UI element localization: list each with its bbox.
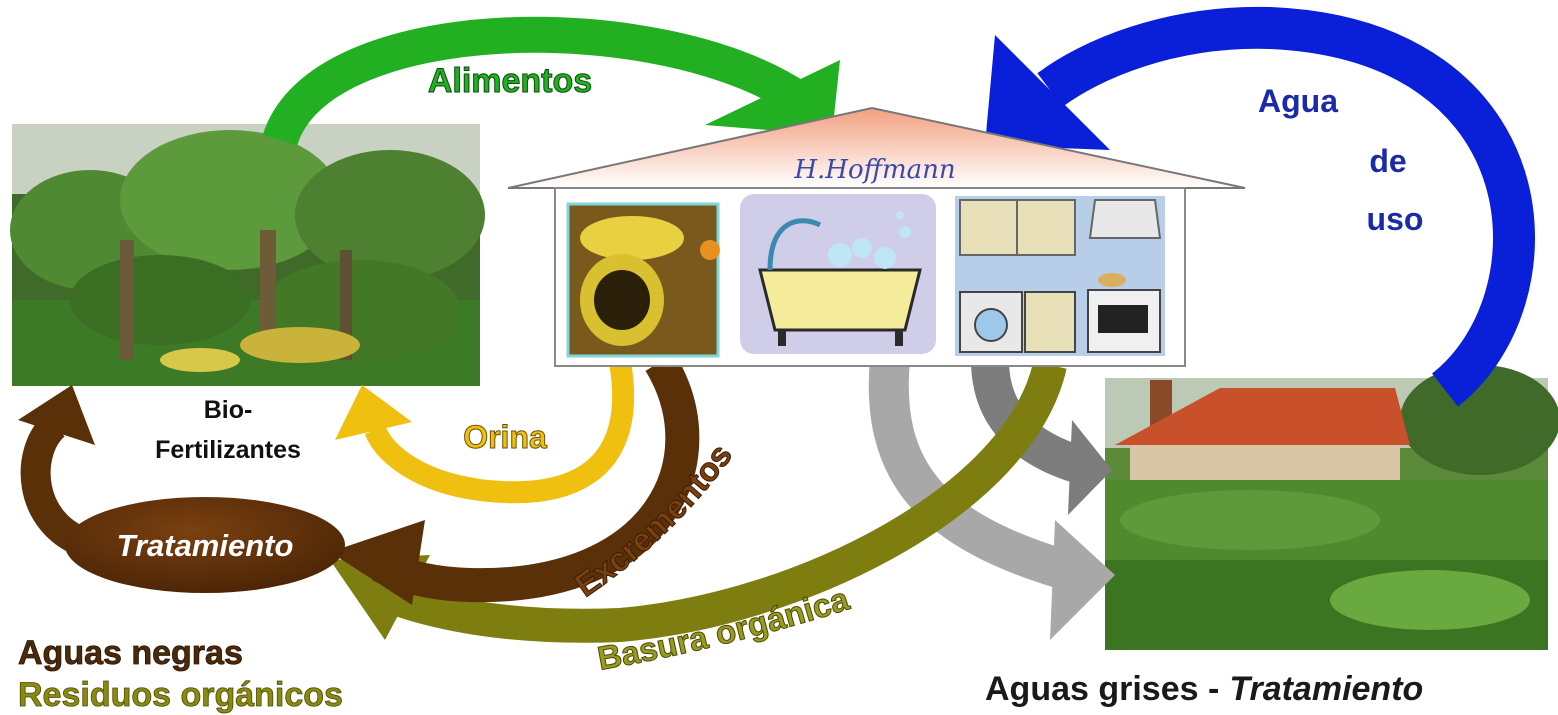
residuos-organicos-caption: Residuos orgánicos: [18, 676, 343, 714]
greywater-wetland-image: [1105, 365, 1558, 650]
bio-fertilizer-arrow: [18, 385, 96, 560]
aguas-grises-tratamiento-text: Tratamiento: [1229, 670, 1423, 708]
alimentos-label: Alimentos: [428, 62, 592, 100]
banana-garden-image: [10, 124, 485, 386]
fertilizantes-label: Fertilizantes: [155, 436, 301, 464]
alimentos-arrow: [262, 16, 840, 147]
orina-arrow: [335, 360, 635, 504]
kitchen-icon: [955, 196, 1165, 356]
greywater-arrows: [868, 358, 1115, 640]
agua-de-uso-arrow: [985, 6, 1535, 407]
tratamiento-node: Tratamiento: [65, 497, 345, 593]
house: H.Hoffmann: [507, 106, 1246, 367]
toilet-icon: [566, 202, 720, 358]
bio-label: Bio-: [204, 396, 253, 424]
house-author: H.Hoffmann: [793, 155, 955, 185]
aguas-grises-caption: Aguas grises - Tratamiento: [985, 670, 1423, 708]
agua-label: Agua: [1258, 83, 1338, 119]
aguas-grises-text: Aguas grises -: [985, 670, 1219, 708]
aguas-negras-caption: Aguas negras: [18, 634, 243, 672]
uso-label: uso: [1367, 201, 1424, 237]
de-label: de: [1369, 143, 1406, 179]
excrementos-arrow: [330, 353, 700, 605]
bathtub-icon: [740, 194, 936, 354]
orina-label: Orina: [463, 419, 547, 455]
tratamiento-label: Tratamiento: [117, 528, 294, 563]
